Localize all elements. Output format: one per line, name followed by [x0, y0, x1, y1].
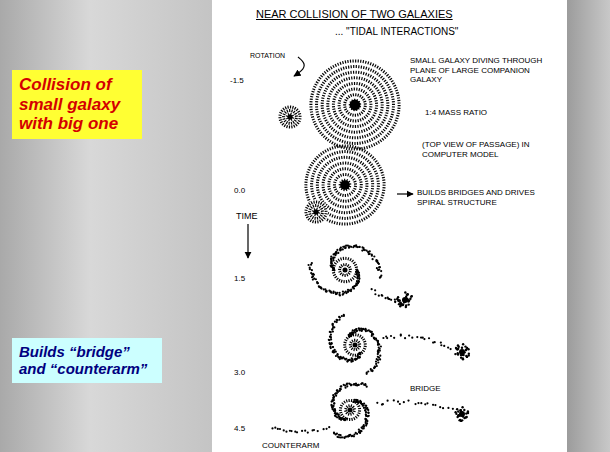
callout-box: Collision of small galaxy with big one — [12, 70, 142, 139]
sketch-label: ROTATION — [250, 52, 285, 60]
sketch-label: COUNTERARM — [262, 441, 319, 451]
galaxy-disk — [304, 144, 385, 225]
galaxy-disk — [304, 200, 328, 224]
sketch-label: 3.0 — [234, 368, 245, 378]
slide-border — [567, 0, 610, 452]
callout-text: Builds “bridge” and “counterarm” — [19, 343, 155, 378]
sketch-label: 1.5 — [234, 274, 245, 284]
tidal-stream — [382, 334, 457, 351]
sketch-label: BRIDGE — [410, 384, 441, 394]
callout-box: Builds “bridge” and “counterarm” — [12, 338, 162, 383]
callout-text: Collision of small galaxy with big one — [19, 75, 135, 134]
sketch-label: 0.0 — [234, 186, 245, 196]
diagram-title: NEAR COLLISION OF TWO GALAXIES — [256, 8, 453, 21]
rotation-arrow — [294, 57, 304, 76]
tidal-stream — [271, 426, 330, 434]
galaxy-disk — [332, 257, 358, 283]
galaxy-disk — [278, 105, 301, 128]
sketch-label: ... "TIDAL INTERACTIONS" — [335, 26, 458, 38]
sketch-label: TIME — [236, 211, 258, 222]
tidal-stream — [376, 399, 457, 415]
sketch-label: 4.5 — [234, 424, 245, 434]
sketch-label: -1.5 — [230, 76, 244, 86]
spiral-galaxy — [330, 382, 369, 439]
sketch-label: 1:4 MASS RATIO — [425, 108, 487, 118]
companion-galaxy — [454, 406, 469, 422]
sketch-label: SMALL GALAXY DIVING THROUGH PLANE OF LAR… — [410, 56, 550, 85]
galaxy-disk — [339, 399, 361, 421]
time-arrow — [247, 224, 248, 258]
spiral-galaxy — [307, 244, 382, 296]
sketch-label: (TOP VIEW OF PASSAGE) IN COMPUTER MODEL — [422, 140, 552, 159]
galaxy-disk — [309, 59, 400, 150]
companion-galaxy — [396, 291, 413, 308]
spiral-galaxy — [328, 314, 382, 375]
pointer-arrow — [397, 193, 413, 194]
tidal-stream — [371, 288, 401, 303]
sketch-label: BUILDS BRIDGES AND DRIVES SPIRAL STRUCTU… — [417, 188, 562, 207]
companion-galaxy — [454, 343, 470, 360]
galaxy-disk — [343, 333, 367, 357]
